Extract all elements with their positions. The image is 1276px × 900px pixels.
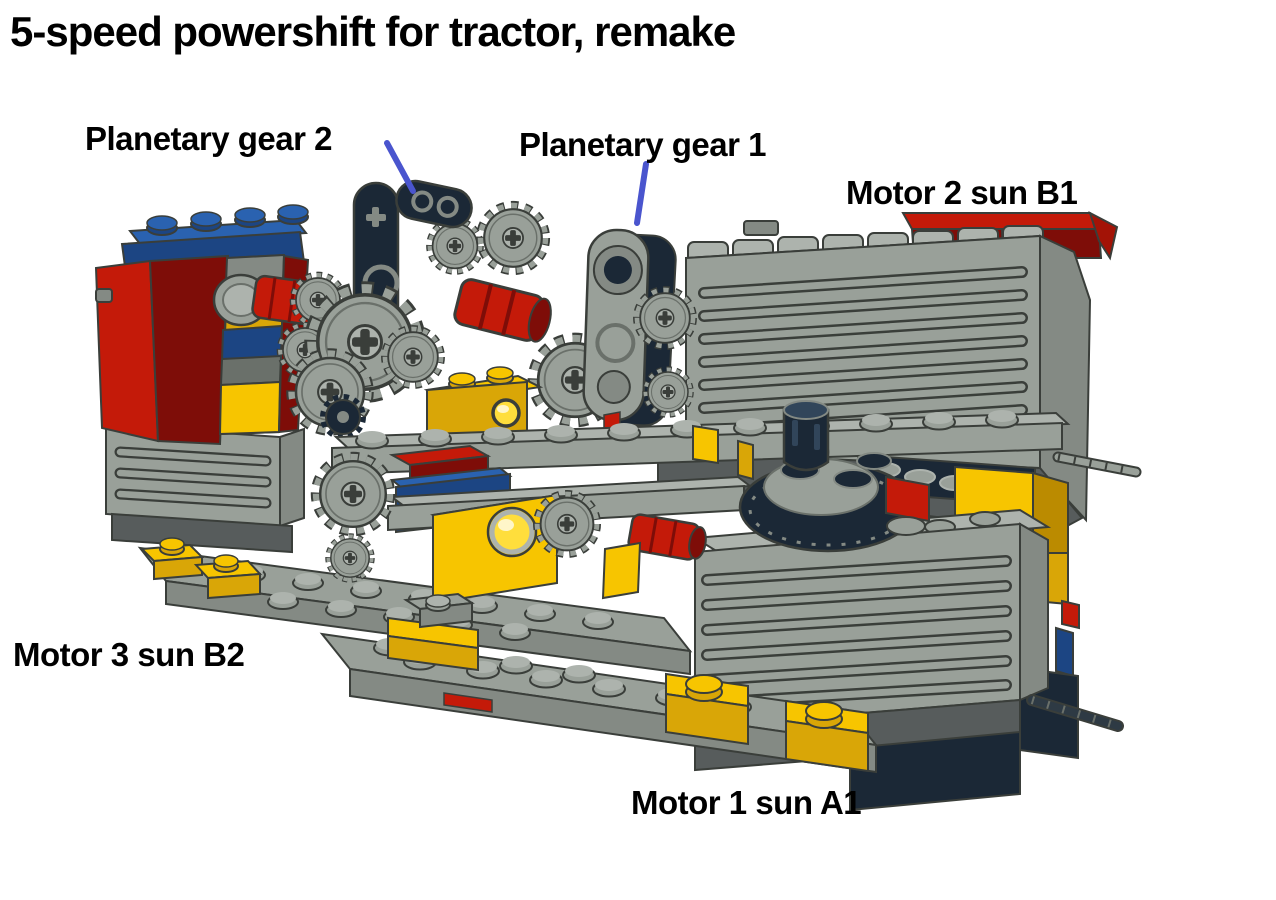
red-axle-joiner-lower xyxy=(627,513,707,561)
pin-hole xyxy=(491,398,521,428)
red-wedge-brick xyxy=(885,475,930,523)
red-axle-joiner-center xyxy=(453,278,552,343)
label-motor-2-sun-b1: Motor 2 sun B1 xyxy=(846,174,1078,211)
tower-axle-nub xyxy=(95,288,113,303)
gear-16t xyxy=(430,221,480,271)
label-motor-1-sun-a1: Motor 1 sun A1 xyxy=(631,784,862,821)
gear-24t xyxy=(316,457,390,531)
output-axle-upper xyxy=(1052,451,1142,478)
label-planetary-gear-1: Planetary gear 1 xyxy=(519,126,766,163)
turntable-assembly xyxy=(738,400,930,553)
yellow-technic-brick-lower xyxy=(430,493,574,605)
pointer-line-planetary-gear-1 xyxy=(634,161,649,226)
label-motor-3-sun-b2: Motor 3 sun B2 xyxy=(13,636,245,673)
pointer-line-planetary-gear-2 xyxy=(384,140,416,194)
planetary-gear-1-assembly xyxy=(534,228,693,456)
planetary-gear-1-carrier xyxy=(582,228,650,422)
yellow-technic-brick-upper xyxy=(423,366,544,441)
left-tower xyxy=(94,204,327,446)
yellow-wedge xyxy=(601,541,642,600)
yellow-plate-pair-mid xyxy=(387,592,479,672)
label-planetary-gear-2: Planetary gear 2 xyxy=(85,120,332,157)
motor3-block xyxy=(105,423,305,554)
output-axle-lower xyxy=(1026,694,1124,732)
gear-16t xyxy=(481,206,546,271)
baseplate-tier2 xyxy=(319,592,879,774)
dark-bush-gear xyxy=(320,394,366,440)
tower-blue-studs xyxy=(146,204,309,236)
yellow-plate-front-a xyxy=(665,672,749,746)
page-title: 5-speed powershift for tractor, remake xyxy=(10,8,736,55)
yellow-plate-front-b xyxy=(785,699,869,773)
yellow-plates-left xyxy=(139,537,263,600)
